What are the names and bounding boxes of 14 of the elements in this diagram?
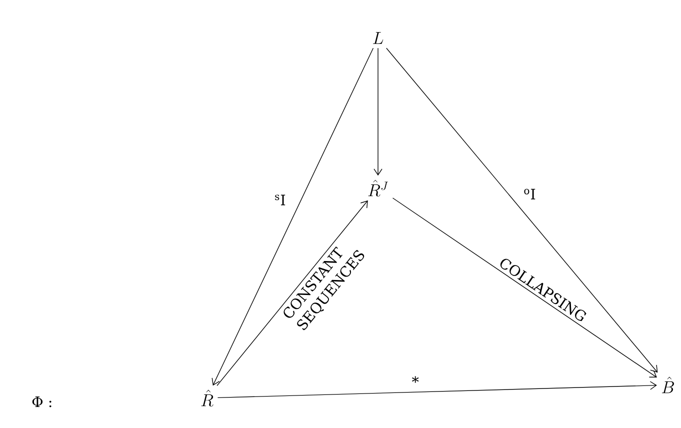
arrow [374, 48, 382, 176]
edge-label: $^{o}$I [524, 188, 536, 200]
map-name: Φ : [32, 396, 52, 408]
arrow [217, 381, 657, 398]
arrow [216, 200, 368, 386]
arrow [386, 48, 658, 373]
edge-label: * [412, 376, 419, 383]
math-symbol: $\hat{R}$ [201, 390, 214, 407]
arrow [212, 48, 374, 386]
edge-label: $^{s}$I [275, 194, 286, 206]
math-symbol: $\hat{B}$ [662, 376, 674, 394]
math-symbol: $\hat{R}^{J}$ [368, 180, 388, 197]
math-symbol: $L$ [373, 32, 384, 44]
arrow [392, 198, 657, 378]
